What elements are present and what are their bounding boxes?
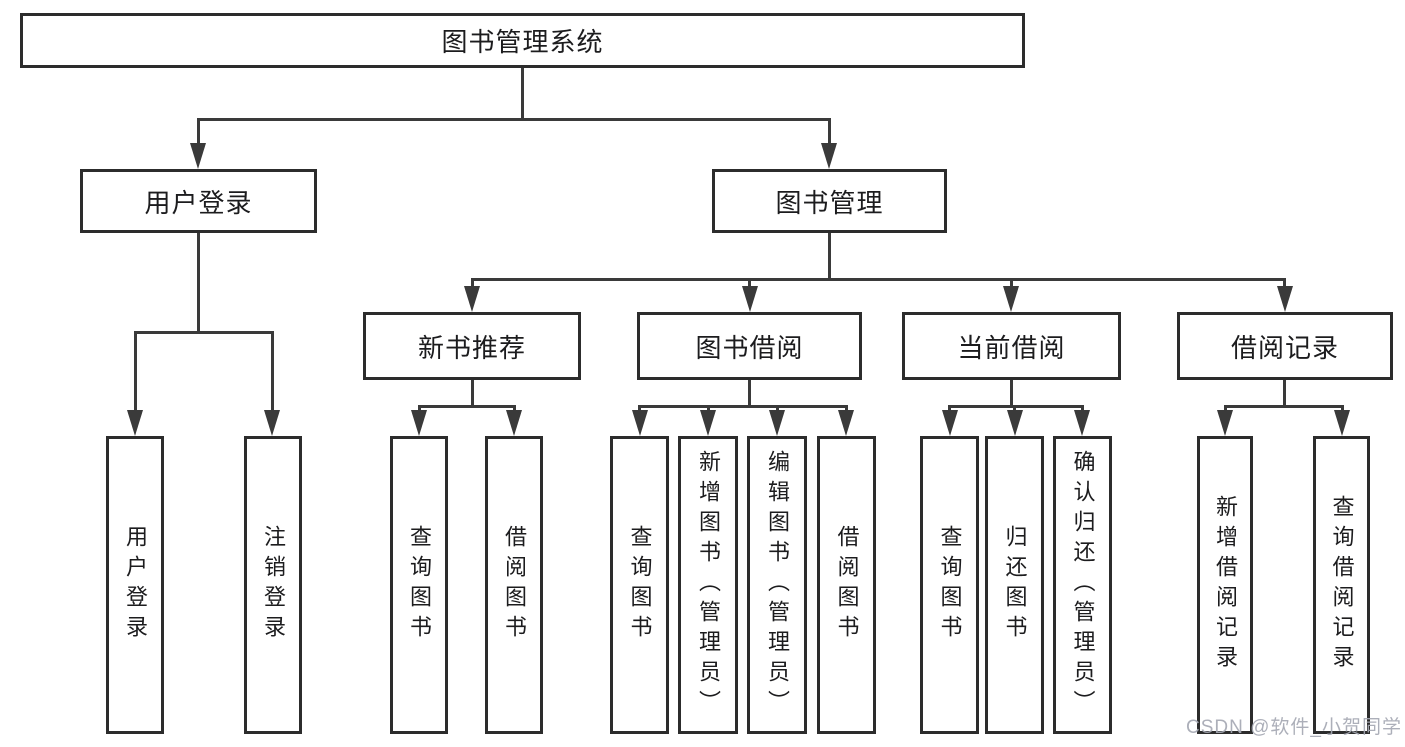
connector-line [948,405,1084,408]
connector-line [418,405,421,412]
node-borrow-records: 借阅记录 [1177,312,1393,380]
connector-line [1283,380,1286,407]
connector-line [948,405,951,412]
connector-line [638,405,848,408]
csdn-watermark: CSDN @软件_小贺同学 [1186,717,1402,738]
connector-line [1013,405,1016,412]
arrow-down-icon [1007,410,1023,436]
connector-line [776,405,779,412]
leaf-add-borrow-record-label: 新增借阅记录 [1213,495,1238,675]
leaf-borrow-query-label: 查询图书 [627,525,653,645]
node-root: 图书管理系统 [20,13,1025,68]
leaf-user-login: 用户登录 [106,436,164,734]
arrow-down-icon [506,410,522,436]
leaf-borrow-book-label: 借阅图书 [834,525,860,645]
arrow-down-icon [769,410,785,436]
connector-line [638,405,641,412]
leaf-current-query: 查询图书 [920,436,979,734]
arrow-down-icon [264,410,280,436]
connector-line [1081,405,1084,412]
leaf-query-borrow-record: 查询借阅记录 [1313,436,1370,734]
arrow-down-icon [1074,410,1090,436]
arrow-down-icon [464,286,480,312]
leaf-borrow-query: 查询图书 [610,436,669,734]
connector-line [471,278,474,288]
node-user-login-label: 用户登录 [144,187,253,218]
node-new-book-recommend: 新书推荐 [363,312,581,380]
node-book-management-label: 图书管理 [775,187,884,218]
arrow-down-icon [1277,286,1293,312]
node-book-borrow: 图书借阅 [637,312,862,380]
connector-line [1010,278,1013,288]
leaf-newbook-query-label: 查询图书 [407,525,432,645]
arrow-down-icon [742,286,758,312]
leaf-logout: 注销登录 [244,436,302,734]
connector-line [748,278,751,288]
node-user-login: 用户登录 [80,169,317,233]
leaf-borrow-book: 借阅图书 [817,436,876,734]
node-new-book-recommend-label: 新书推荐 [417,332,526,363]
leaf-confirm-return-admin: 确认归还（管理员） [1053,436,1112,734]
node-book-management: 图书管理 [712,169,947,233]
arrow-down-icon [411,410,427,436]
connector-line [1283,278,1286,288]
leaf-logout-label: 注销登录 [261,525,286,645]
leaf-confirm-return-admin-label: 确认归还（管理员） [1070,450,1096,720]
connector-line [828,118,831,145]
arrow-down-icon [1003,286,1019,312]
leaf-user-login-label: 用户登录 [123,525,148,645]
connector-line [1224,405,1344,408]
node-borrow-records-label: 借阅记录 [1230,332,1339,363]
connector-line [471,380,474,407]
leaf-edit-book-admin-label: 编辑图书（管理员） [765,450,790,720]
connector-line [197,118,831,121]
connector-line [513,405,516,412]
leaf-add-book-admin: 新增图书（管理员） [678,436,738,734]
arrow-down-icon [1334,410,1350,436]
arrow-down-icon [821,143,837,169]
leaf-add-book-admin-label: 新增图书（管理员） [696,450,721,720]
leaf-newbook-borrow-label: 借阅图书 [502,525,527,645]
leaf-newbook-borrow: 借阅图书 [485,436,543,734]
node-book-borrow-label: 图书借阅 [695,332,804,363]
connector-line [1010,380,1013,407]
leaf-add-borrow-record: 新增借阅记录 [1197,436,1253,734]
leaf-newbook-query: 查询图书 [390,436,448,734]
leaf-query-borrow-record-label: 查询借阅记录 [1329,495,1355,675]
arrow-down-icon [838,410,854,436]
arrow-down-icon [190,143,206,169]
connector-line [845,405,848,412]
connector-line [707,405,710,412]
connector-line [134,331,274,334]
connector-line [271,331,274,411]
arrow-down-icon [127,410,143,436]
arrow-down-icon [1217,410,1233,436]
arrow-down-icon [632,410,648,436]
node-root-label: 图书管理系统 [441,27,604,57]
connector-line [134,331,137,411]
node-current-borrow-label: 当前借阅 [957,332,1066,363]
arrow-down-icon [700,410,716,436]
leaf-return-book-label: 归还图书 [1002,525,1028,645]
leaf-edit-book-admin: 编辑图书（管理员） [747,436,807,734]
arrow-down-icon [942,410,958,436]
connector-line [828,233,831,280]
leaf-return-book: 归还图书 [985,436,1044,734]
connector-line [1224,405,1227,412]
leaf-current-query-label: 查询图书 [937,525,963,645]
connector-line [197,118,200,145]
node-current-borrow: 当前借阅 [902,312,1121,380]
connector-line [1341,405,1344,412]
connector-line [471,278,1285,281]
connector-line [418,405,516,408]
connector-line [748,380,751,407]
connector-line [197,233,200,333]
connector-line [521,68,524,120]
